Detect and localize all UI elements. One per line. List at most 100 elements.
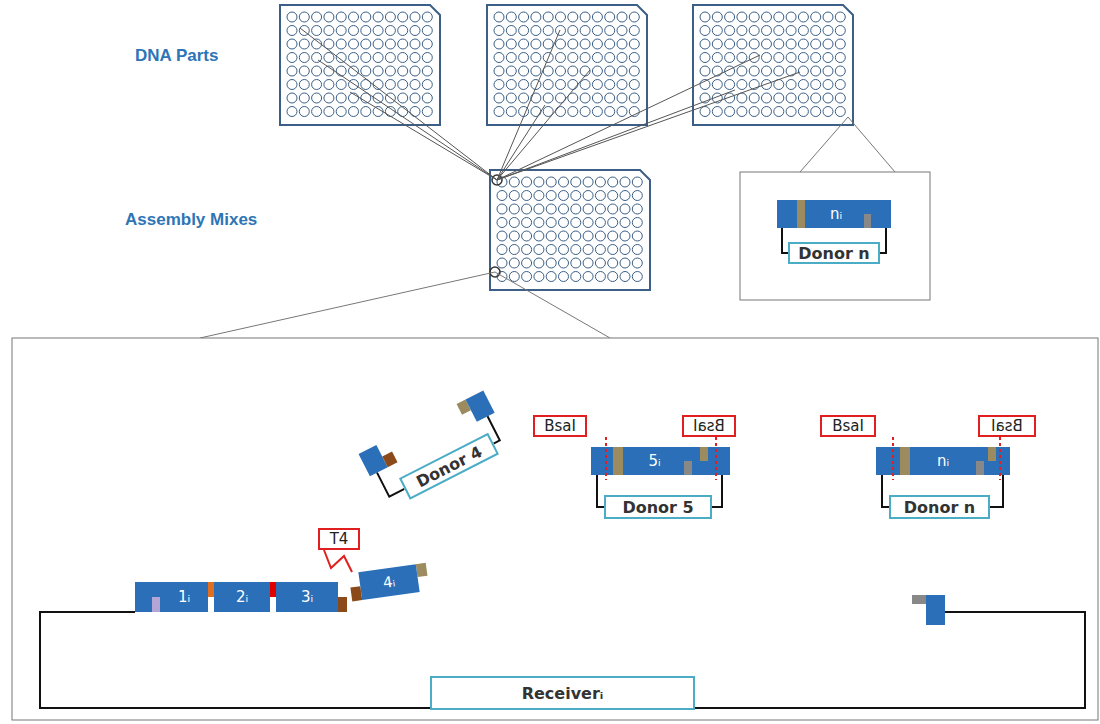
drawing-stroke	[811, 26, 821, 36]
drawing-stroke	[632, 177, 642, 187]
drawing-stroke	[583, 177, 593, 187]
drawing-stroke	[324, 12, 334, 22]
node-text: nᵢ	[830, 205, 842, 223]
drawing-stroke	[811, 12, 821, 22]
drawing-stroke	[835, 93, 845, 103]
drawing-stroke	[336, 66, 346, 76]
drawing-stroke	[568, 26, 578, 36]
drawing-stroke	[595, 204, 605, 214]
drawing-stroke	[494, 53, 504, 63]
drawing-stroke	[798, 66, 808, 76]
drawing-stroke	[592, 39, 602, 49]
drawing-stroke	[506, 39, 516, 49]
drawing-stroke	[571, 272, 581, 282]
drawing-stroke	[543, 26, 553, 36]
drawing-stroke	[385, 39, 395, 49]
drawing-stroke	[312, 80, 322, 90]
drawing-stroke	[559, 272, 569, 282]
drawing-stroke	[774, 66, 784, 76]
drawing-stroke	[497, 90, 735, 180]
drawing-stroke	[592, 53, 602, 63]
drawing-stroke	[608, 245, 618, 255]
drawing-stroke	[700, 66, 710, 76]
drawing-stroke	[494, 80, 504, 90]
drawing-stroke	[774, 53, 784, 63]
drawing-stroke	[988, 447, 996, 461]
drawing-stroke	[299, 107, 309, 117]
drawing-stroke	[592, 26, 602, 36]
drawing-stroke	[410, 12, 420, 22]
drawing-stroke	[519, 66, 529, 76]
drawing-stroke	[410, 66, 420, 76]
drawing-stroke	[465, 390, 494, 421]
drawing-stroke	[509, 272, 519, 282]
drawing-stroke	[774, 12, 784, 22]
drawing-stroke	[556, 66, 566, 76]
drawing-stroke	[892, 437, 894, 480]
callout-line	[495, 272, 610, 338]
drawing-stroke	[519, 12, 529, 22]
drawing-stroke	[543, 12, 553, 22]
callout-line	[800, 117, 848, 172]
drawing-stroke	[497, 55, 760, 180]
drawing-stroke	[632, 218, 642, 228]
inset-frame	[740, 172, 930, 300]
drawing-stroke	[349, 39, 359, 49]
plasmid-label: Donor 5	[604, 495, 712, 519]
node-text: Donor 5	[622, 498, 693, 517]
drawing-stroke	[605, 437, 607, 480]
drawing-stroke	[556, 12, 566, 22]
drawing-stroke	[410, 107, 420, 117]
drawing-stroke	[152, 597, 160, 612]
drawing-stroke	[299, 12, 309, 22]
drawing-stroke	[361, 107, 371, 117]
drawing-stroke	[835, 39, 845, 49]
drawing-stroke	[522, 218, 532, 228]
drawing-stroke	[559, 204, 569, 214]
drawing-stroke	[336, 26, 346, 36]
drawing-stroke	[700, 39, 710, 49]
drawing-stroke	[299, 39, 309, 49]
drawing-stroke	[338, 597, 347, 612]
drawing-stroke	[737, 12, 747, 22]
drawing-stroke	[774, 26, 784, 36]
drawing-stroke	[324, 26, 334, 36]
drawing-stroke	[497, 30, 560, 180]
drawing-stroke	[506, 26, 516, 36]
drawing-stroke	[422, 39, 432, 49]
drawing-stroke	[786, 107, 796, 117]
drawing-stroke	[571, 245, 581, 255]
drawing-stroke	[534, 218, 544, 228]
drawing-stroke	[312, 26, 322, 36]
drawing-stroke	[287, 53, 297, 63]
drawing-stroke	[774, 107, 784, 117]
drawing-stroke	[287, 26, 297, 36]
drawing-stroke	[786, 80, 796, 90]
drawing-stroke	[509, 177, 519, 187]
node-text: BsaI	[544, 417, 576, 435]
drawing-stroke	[571, 231, 581, 241]
drawing-stroke	[546, 177, 556, 187]
drawing-stroke	[762, 66, 772, 76]
drawing-stroke	[798, 107, 808, 117]
drawing-stroke	[798, 39, 808, 49]
drawing-stroke	[509, 191, 519, 201]
drawing-stroke	[976, 461, 984, 475]
drawing-stroke	[823, 93, 833, 103]
drawing-stroke	[629, 80, 639, 90]
part-segment: 5ᵢ	[627, 447, 682, 475]
drawing-stroke	[385, 80, 395, 90]
drawing-stroke	[592, 93, 602, 103]
drawing-stroke	[559, 258, 569, 268]
drawing-stroke	[823, 66, 833, 76]
drawing-stroke	[522, 191, 532, 201]
drawing-stroke	[725, 53, 735, 63]
drawing-stroke	[811, 39, 821, 49]
drawing-stroke	[774, 39, 784, 49]
drawing-stroke	[605, 107, 615, 117]
drawing-stroke	[522, 272, 532, 282]
drawing-stroke	[999, 437, 1001, 480]
drawing-stroke	[534, 231, 544, 241]
drawing-stroke	[571, 191, 581, 201]
drawing-stroke	[568, 66, 578, 76]
